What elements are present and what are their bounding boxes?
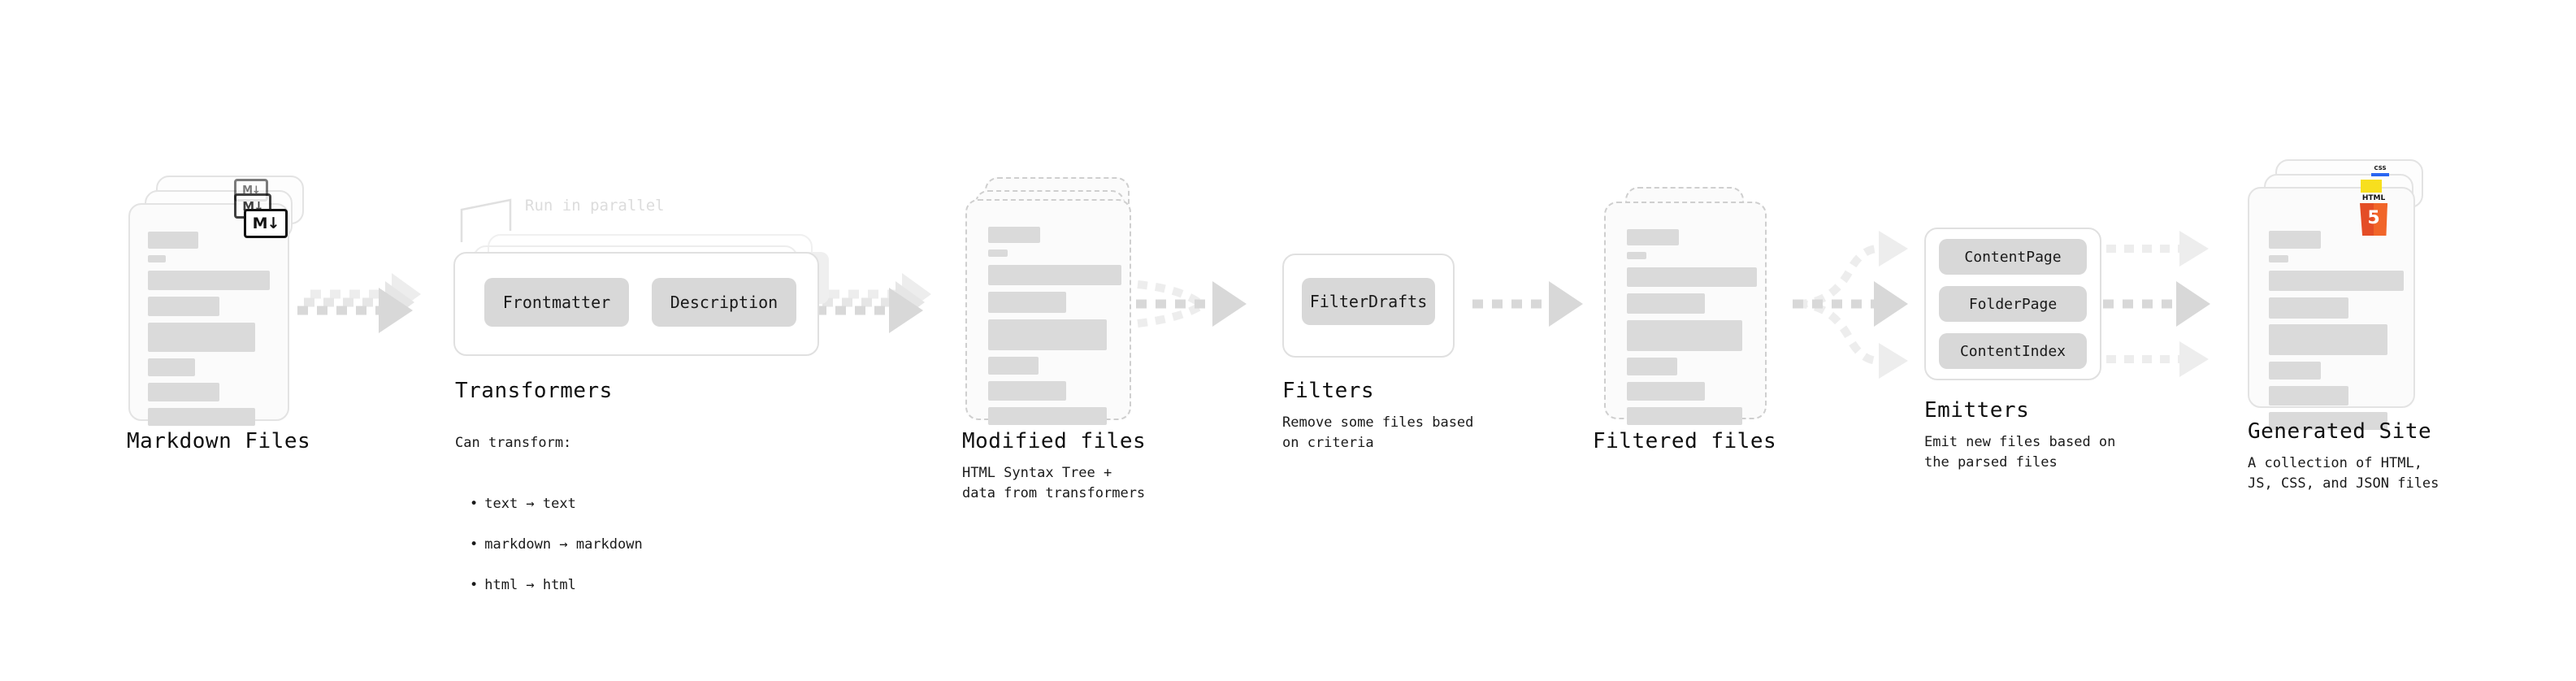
skeleton-bar bbox=[1627, 267, 1757, 287]
html5-icon: HTML 5 bbox=[2360, 194, 2391, 241]
skeleton-bar bbox=[1627, 358, 1677, 375]
pill-filterdrafts[interactable]: FilterDrafts bbox=[1302, 278, 1435, 325]
caption-filtered-files: Filtered files bbox=[1593, 429, 1777, 453]
caption-emitters: Emitters bbox=[1924, 398, 2030, 423]
transformers-description: Can transform: text → text markdown → ma… bbox=[455, 413, 643, 636]
skeleton-bar bbox=[988, 381, 1066, 401]
skeleton-bar bbox=[148, 255, 166, 262]
css-icon-label: CSS bbox=[2374, 165, 2387, 171]
pill-frontmatter[interactable]: Frontmatter bbox=[484, 278, 629, 327]
markdown-icon: M↓ bbox=[244, 209, 288, 238]
transformers-bullet: markdown → markdown bbox=[470, 535, 642, 555]
skeleton-bar bbox=[2269, 362, 2321, 380]
skeleton-bar bbox=[988, 357, 1039, 375]
skeleton-bar bbox=[988, 319, 1107, 350]
skeleton-bar bbox=[148, 358, 195, 376]
js-icon bbox=[2361, 180, 2382, 193]
transformers-bullet: text → text bbox=[470, 494, 643, 514]
transformers-bullet: html → html bbox=[470, 575, 643, 596]
run-in-parallel-label: Run in parallel bbox=[525, 197, 665, 215]
transformers-bullets: text → text markdown → markdown html → h… bbox=[455, 474, 643, 616]
skeleton-bar bbox=[988, 227, 1040, 243]
transformers-description-lead: Can transform: bbox=[455, 435, 572, 451]
skeleton-bar bbox=[2269, 231, 2321, 249]
skeleton-bar bbox=[988, 407, 1107, 425]
html5-icon-shield-light bbox=[2374, 203, 2387, 236]
skeleton-bar bbox=[1627, 407, 1742, 425]
generated-site-description: A collection of HTML, JS, CSS, and JSON … bbox=[2248, 455, 2439, 492]
pill-description[interactable]: Description bbox=[652, 278, 796, 327]
caption-generated-site: Generated Site bbox=[2248, 419, 2432, 444]
caption-transformers: Transformers bbox=[455, 379, 613, 403]
skeleton-bar bbox=[2269, 271, 2404, 291]
skeleton-bar bbox=[2269, 412, 2387, 430]
filters-description: Remove some files based on criteria bbox=[1282, 414, 1474, 451]
pill-folderpage[interactable]: FolderPage bbox=[1939, 286, 2087, 322]
caption-filters: Filters bbox=[1282, 379, 1375, 403]
skeleton-bar bbox=[148, 383, 219, 401]
skeleton-bar bbox=[1627, 320, 1742, 351]
skeleton-bar bbox=[988, 249, 1008, 257]
filtered-card-front bbox=[1604, 202, 1767, 425]
modified-card-front bbox=[965, 199, 1131, 425]
skeleton-bar bbox=[1627, 252, 1646, 259]
skeleton-bar bbox=[988, 292, 1066, 313]
skeleton-bar bbox=[1627, 229, 1679, 245]
emitters-description: Emit new files based on the parsed files bbox=[1924, 434, 2116, 471]
skeleton-bar bbox=[148, 271, 270, 290]
skeleton-bar bbox=[1627, 293, 1705, 314]
skeleton-bar bbox=[2269, 386, 2348, 406]
skeleton-bar bbox=[2269, 297, 2348, 319]
arrow-filtered-to-emitters bbox=[1793, 231, 1908, 379]
arrow-transformers-to-modified bbox=[816, 273, 931, 333]
modified-files-description: HTML Syntax Tree + data from transformer… bbox=[962, 465, 1146, 501]
skeleton-bar bbox=[2269, 255, 2288, 262]
markdown-card-front bbox=[128, 203, 289, 426]
html5-icon-caption: HTML bbox=[2361, 194, 2386, 202]
arrow-modified-to-filters bbox=[1136, 280, 1247, 327]
caption-modified-files: Modified files bbox=[962, 429, 1147, 453]
pill-contentindex[interactable]: ContentIndex bbox=[1939, 333, 2087, 369]
skeleton-bar bbox=[148, 232, 198, 249]
arrow-markdown-to-transformers bbox=[297, 273, 421, 333]
site-card-front bbox=[2248, 187, 2415, 430]
skeleton-bar bbox=[148, 323, 255, 352]
skeleton-bar bbox=[148, 297, 219, 316]
css-icon-rule bbox=[2371, 173, 2389, 176]
css-icon: CSS bbox=[2371, 165, 2389, 176]
caption-markdown-files: Markdown Files bbox=[127, 429, 311, 453]
pill-contentpage[interactable]: ContentPage bbox=[1939, 239, 2087, 275]
skeleton-bar bbox=[2269, 324, 2387, 355]
arrow-filters-to-filtered bbox=[1472, 281, 1583, 327]
skeleton-bar bbox=[148, 408, 255, 426]
html5-icon-digit: 5 bbox=[2367, 208, 2380, 228]
skeleton-bar bbox=[1627, 382, 1705, 401]
skeleton-bar bbox=[988, 265, 1121, 285]
arrow-emitters-to-site bbox=[2103, 231, 2210, 377]
